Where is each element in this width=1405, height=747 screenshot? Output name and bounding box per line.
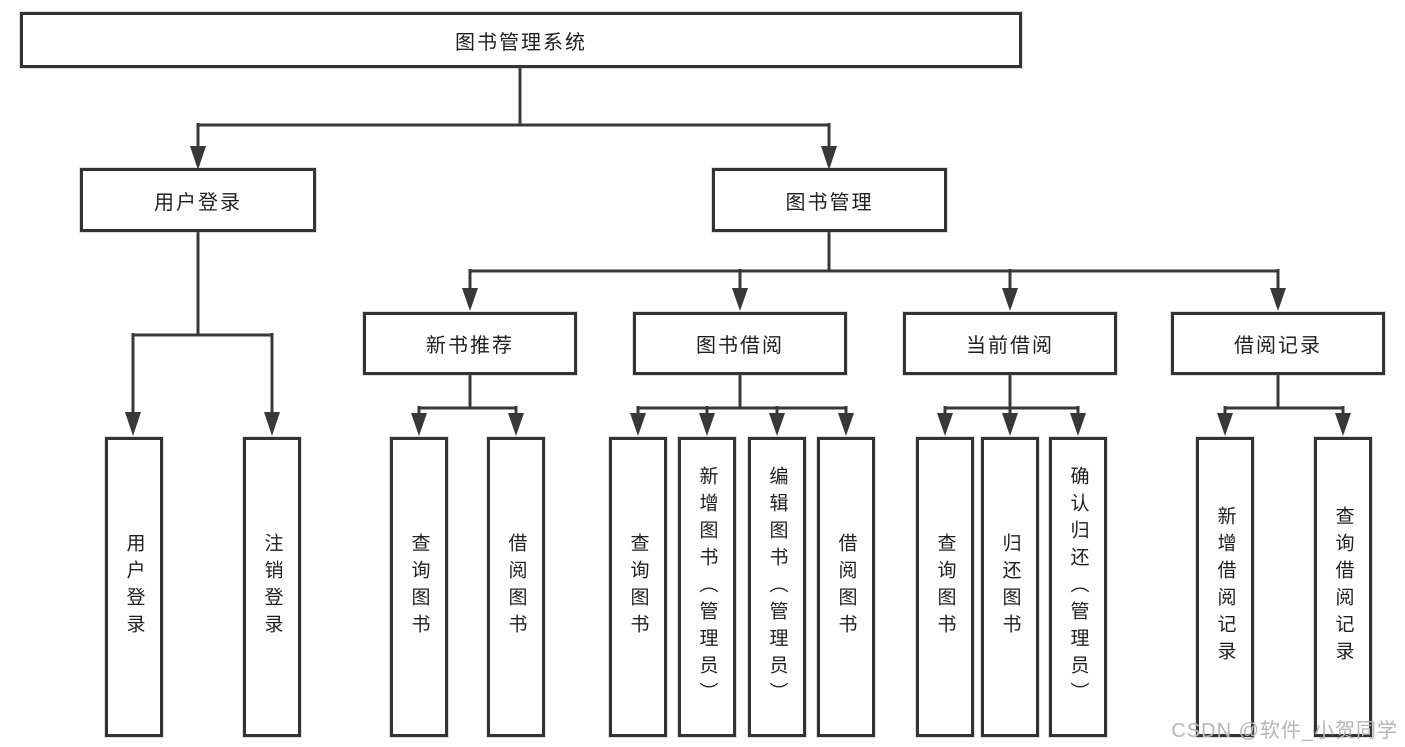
leaf-label: 用户登录	[123, 533, 145, 641]
node-label: 当前借阅	[966, 335, 1054, 357]
leaf-query-books-borrowing: 查询图书	[609, 437, 667, 737]
node-label: 借阅记录	[1234, 335, 1322, 357]
leaf-label: 确认归还（管理员）	[1067, 465, 1089, 709]
node-label: 图书管理	[785, 191, 874, 214]
node-book-management: 图书管理	[712, 168, 947, 232]
leaf-edit-book-admin: 编辑图书（管理员）	[748, 437, 806, 737]
node-label: 用户登录	[154, 191, 242, 214]
leaf-borrow-books-recommend: 借阅图书	[487, 437, 545, 737]
node-user-login: 用户登录	[80, 168, 316, 232]
leaf-return-book: 归还图书	[981, 437, 1039, 737]
leaf-query-borrow-record: 查询借阅记录	[1314, 437, 1372, 737]
node-label: 图书管理系统	[455, 31, 587, 54]
leaf-label: 归还图书	[999, 533, 1021, 641]
leaf-confirm-return-admin: 确认归还（管理员）	[1049, 437, 1107, 737]
leaf-add-borrow-record: 新增借阅记录	[1196, 437, 1254, 737]
leaf-label: 新增借阅记录	[1214, 506, 1236, 668]
leaf-label: 借阅图书	[835, 533, 857, 641]
leaf-label: 查询图书	[934, 533, 956, 641]
node-book-borrowing: 图书借阅	[633, 312, 847, 375]
node-library-system-root: 图书管理系统	[20, 12, 1022, 68]
node-label: 图书借阅	[696, 335, 784, 357]
leaf-label: 注销登录	[261, 533, 283, 641]
leaf-label: 编辑图书（管理员）	[766, 465, 788, 709]
csdn-watermark: CSDN @软件_小贺同学	[1171, 720, 1398, 742]
node-new-book-recommendation: 新书推荐	[363, 312, 577, 375]
leaf-logout: 注销登录	[243, 437, 301, 737]
leaf-user-login: 用户登录	[105, 437, 163, 737]
node-current-borrowing: 当前借阅	[903, 312, 1117, 375]
leaf-add-book-admin: 新增图书（管理员）	[678, 437, 736, 737]
leaf-query-books-current: 查询图书	[916, 437, 974, 737]
node-label: 新书推荐	[426, 335, 514, 357]
leaf-label: 新增图书（管理员）	[696, 465, 718, 709]
leaf-label: 查询图书	[627, 533, 649, 641]
leaf-label: 借阅图书	[505, 533, 527, 641]
leaf-label: 查询图书	[408, 533, 430, 641]
leaf-label: 查询借阅记录	[1332, 506, 1354, 668]
node-borrowing-records: 借阅记录	[1171, 312, 1385, 375]
leaf-query-books-recommend: 查询图书	[390, 437, 448, 737]
leaf-borrow-books-borrowing: 借阅图书	[817, 437, 875, 737]
